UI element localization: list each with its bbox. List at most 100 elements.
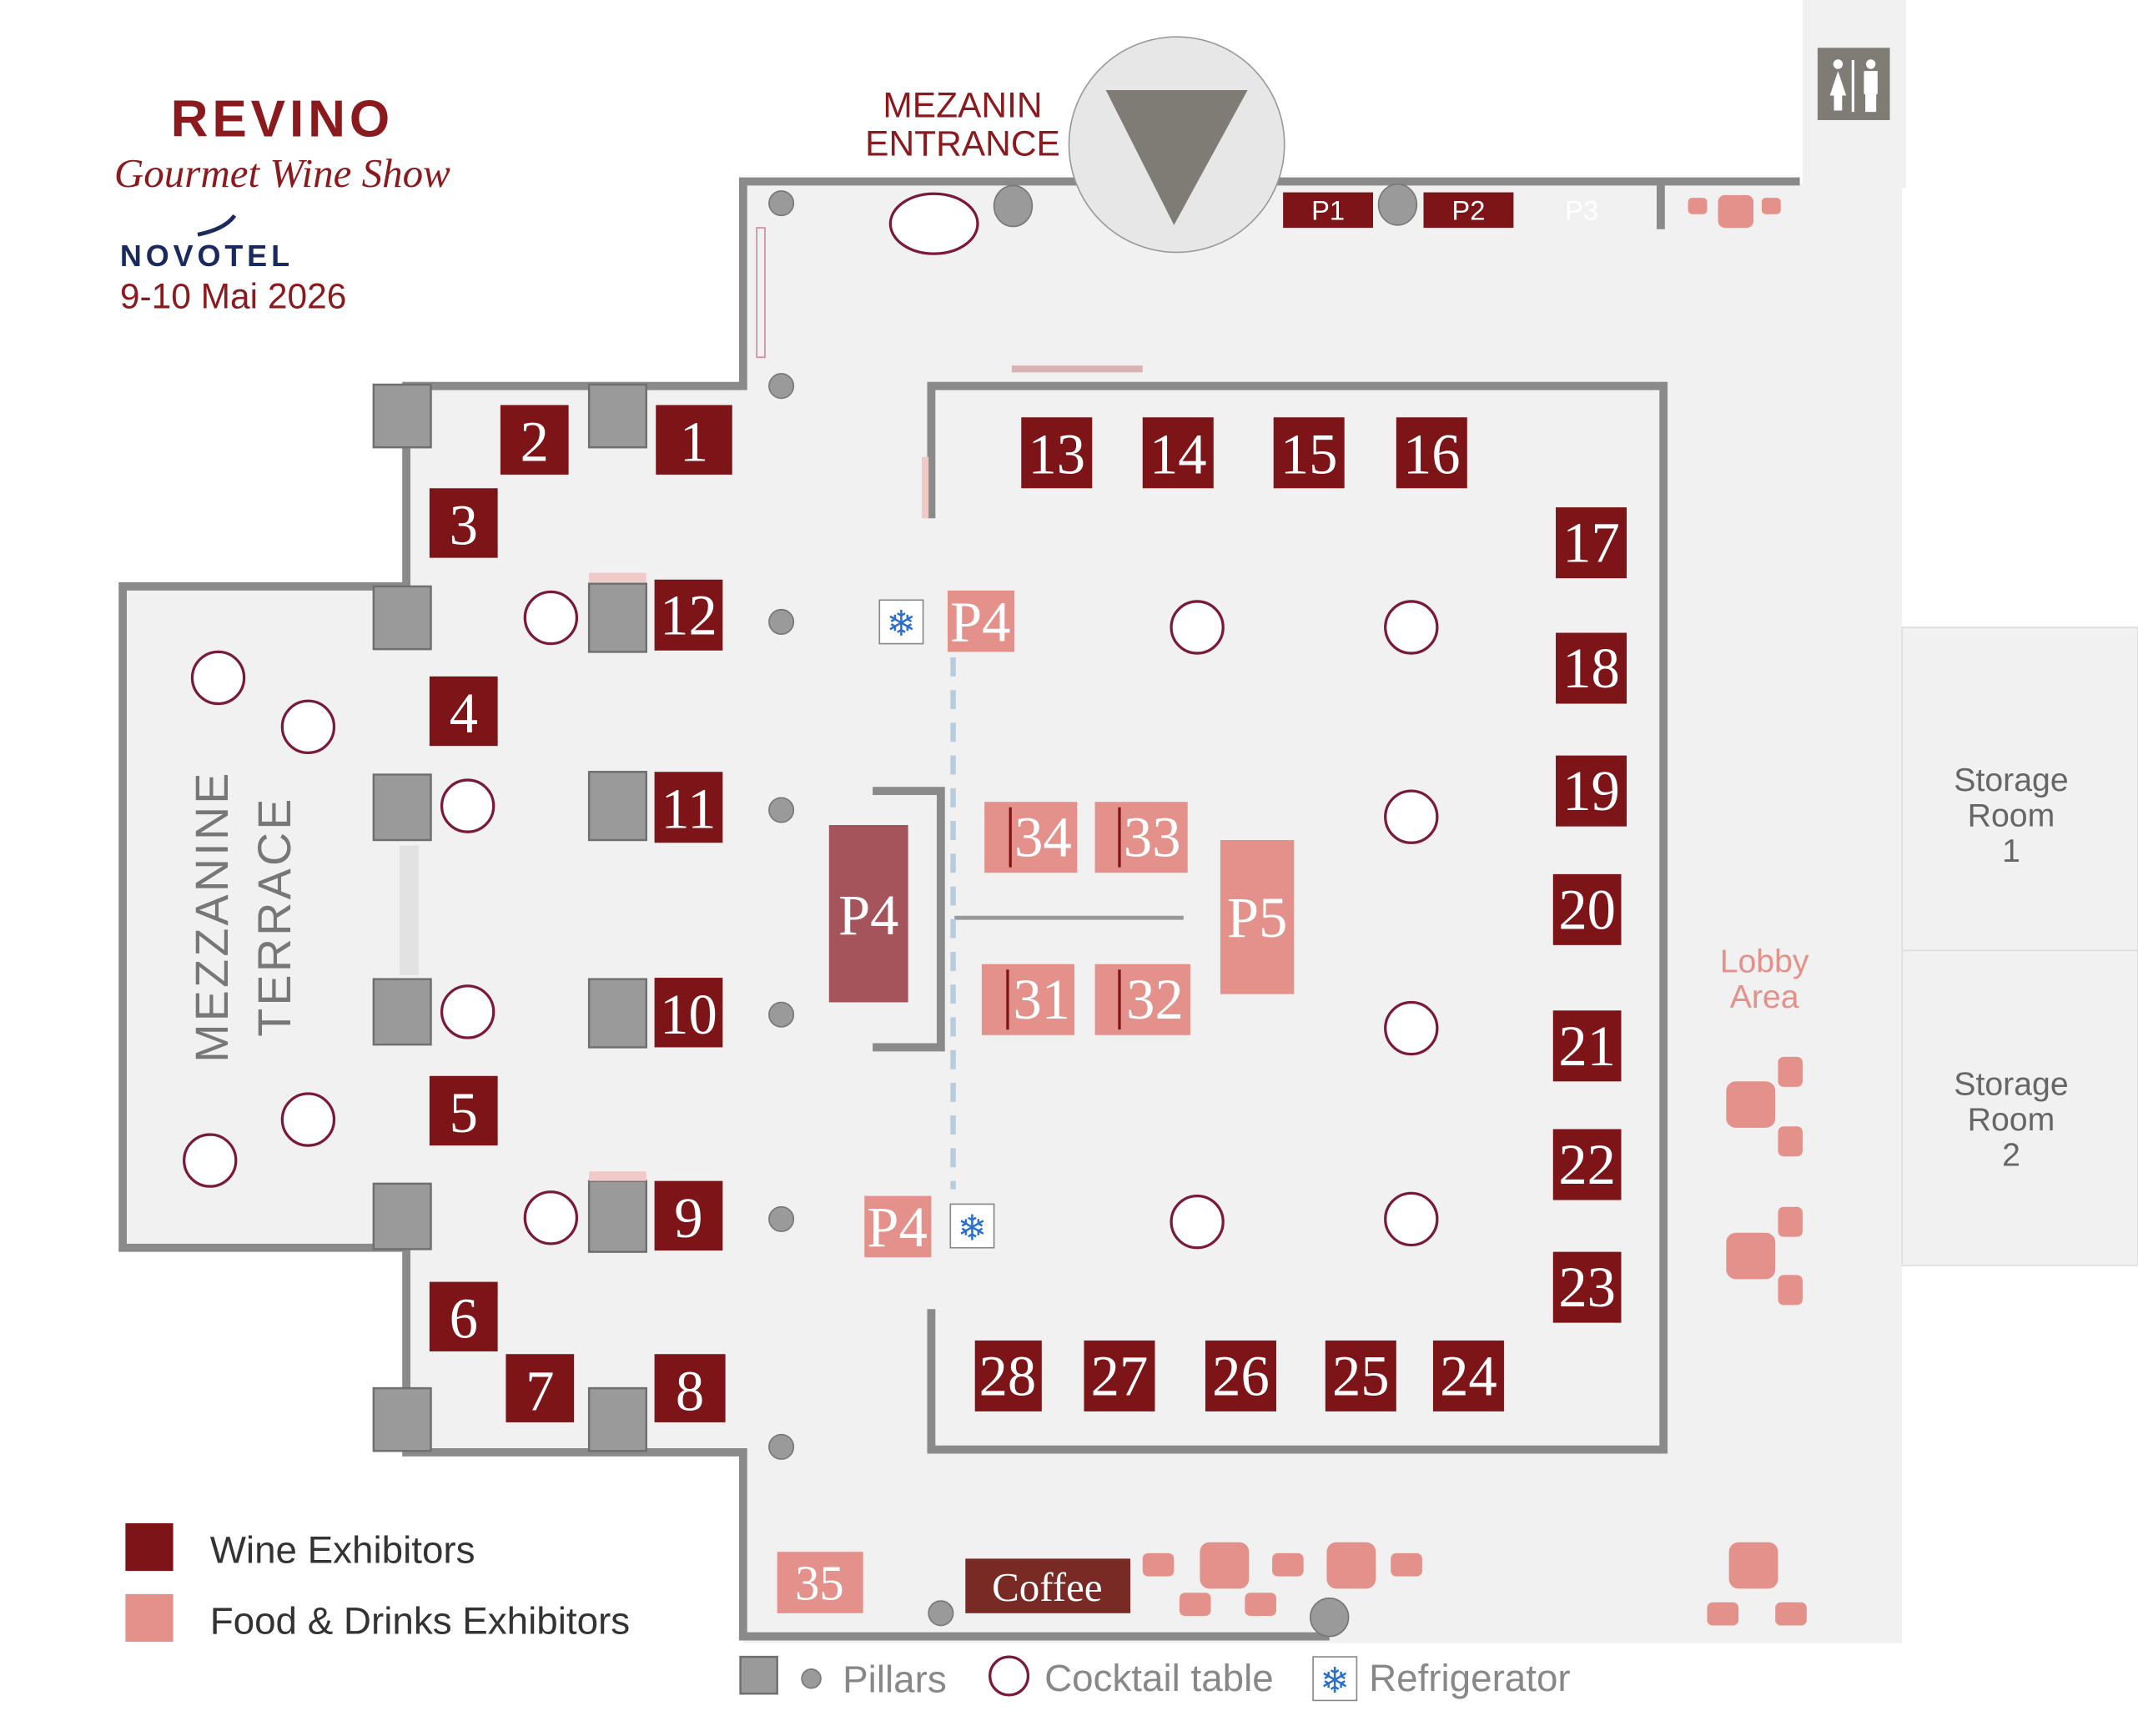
entrance-label: ENTRANCE	[865, 124, 1060, 164]
booth-13[interactable]: 13	[1021, 417, 1093, 489]
mezanin-entrance[interactable]: MEZANIN ENTRANCE	[865, 36, 1285, 254]
booth-p4-bottom[interactable]: P4	[864, 1195, 932, 1259]
svg-text:32: 32	[1126, 968, 1184, 1031]
booth-coffee[interactable]: Coffee	[965, 1558, 1131, 1613]
booth-6[interactable]: 6	[429, 1281, 498, 1351]
storage-2-label: 2	[2002, 1137, 2020, 1174]
svg-text:20: 20	[1558, 878, 1616, 941]
svg-text:21: 21	[1558, 1014, 1616, 1078]
booth-22[interactable]: 22	[1552, 1129, 1622, 1200]
booth-p2[interactable]: P2	[1423, 192, 1514, 229]
food-booths: P4 P4 P4 34 33 31 32 P5 35 Coffee	[777, 590, 1295, 1613]
svg-text:1: 1	[680, 410, 708, 474]
storage-2-label: Room	[1968, 1101, 2055, 1138]
svg-text:5: 5	[450, 1081, 478, 1145]
walls	[118, 177, 1800, 1641]
booth-17[interactable]: 17	[1556, 507, 1627, 579]
svg-text:TERRACE: TERRACE	[249, 796, 300, 1036]
venue-name: NOVOTEL	[120, 239, 294, 273]
svg-text:❄: ❄	[958, 1209, 988, 1248]
booth-3[interactable]: 3	[429, 488, 498, 558]
square-pillars	[372, 383, 648, 1452]
svg-text:MEZZANINE: MEZZANINE	[186, 770, 238, 1062]
svg-text:14: 14	[1149, 422, 1207, 486]
booth-18[interactable]: 18	[1556, 632, 1627, 704]
booth-20[interactable]: 20	[1552, 873, 1622, 945]
svg-text:11: 11	[661, 777, 716, 840]
booth-p4-center[interactable]: P4	[828, 825, 908, 1003]
booth-8[interactable]: 8	[654, 1354, 726, 1422]
booth-27[interactable]: 27	[1084, 1340, 1155, 1411]
svg-text:7: 7	[526, 1359, 554, 1422]
svg-text:26: 26	[1212, 1344, 1270, 1407]
storage-room-1	[1901, 626, 2138, 952]
svg-text:Area: Area	[1730, 979, 1799, 1015]
booth-11[interactable]: 11	[654, 772, 723, 843]
booth-p1[interactable]: P1	[1283, 192, 1374, 229]
booth-p3[interactable]: P3	[1565, 194, 1598, 225]
booth-34[interactable]: 34	[984, 802, 1078, 873]
svg-text:35: 35	[795, 1556, 844, 1610]
refrigerator-icon: ❄	[949, 1203, 995, 1249]
booth-5[interactable]: 5	[429, 1075, 498, 1146]
brand-title: REVINO	[171, 91, 395, 148]
booth-21[interactable]: 21	[1552, 1010, 1622, 1082]
refrigerator-icon: ❄	[878, 599, 924, 645]
legend-wine: Wine Exhibitors	[210, 1528, 475, 1571]
cocktail-tables	[183, 192, 1439, 1250]
booth-23[interactable]: 23	[1552, 1251, 1622, 1323]
booth-26[interactable]: 26	[1205, 1340, 1276, 1411]
booth-15[interactable]: 15	[1273, 417, 1345, 489]
storage-room-2	[1901, 949, 2138, 1266]
svg-text:18: 18	[1562, 637, 1620, 700]
logo: REVINO Gourmet Wine Show NOVOTEL 9-10 Ma…	[114, 91, 450, 317]
booth-19[interactable]: 19	[1556, 755, 1627, 827]
svg-text:19: 19	[1562, 759, 1620, 823]
svg-text:12: 12	[660, 583, 717, 647]
svg-text:P4: P4	[867, 1195, 927, 1259]
booth-p4-top[interactable]: P4	[948, 590, 1015, 653]
booth-25[interactable]: 25	[1325, 1340, 1396, 1411]
booth-35[interactable]: 35	[777, 1552, 863, 1613]
entrance-arrow-icon	[1105, 89, 1248, 225]
booth-16[interactable]: 16	[1396, 417, 1467, 489]
booth-28[interactable]: 28	[974, 1340, 1042, 1411]
legend-refrigerator: Refrigerator	[1369, 1657, 1571, 1699]
booth-1[interactable]: 1	[656, 405, 732, 475]
storage-1-label: 1	[2002, 833, 2020, 869]
booth-7[interactable]: 7	[506, 1354, 575, 1422]
svg-text:8: 8	[676, 1359, 704, 1422]
legend: Wine Exhibitors Food & Drinks Exhibitors…	[125, 1522, 1571, 1702]
booth-32[interactable]: 32	[1094, 964, 1190, 1035]
svg-text:27: 27	[1091, 1344, 1149, 1407]
svg-text:25: 25	[1332, 1344, 1390, 1407]
booth-4[interactable]: 4	[429, 676, 498, 747]
svg-text:6: 6	[450, 1287, 478, 1351]
round-pillars	[768, 183, 1418, 1638]
svg-text:Lobby: Lobby	[1720, 943, 1809, 980]
svg-text:P4: P4	[838, 883, 899, 947]
svg-text:9: 9	[674, 1186, 702, 1250]
legend-cocktail: Cocktail table	[1044, 1657, 1274, 1699]
event-dates: 9-10 Mai 2026	[120, 278, 347, 317]
booth-9[interactable]: 9	[654, 1180, 723, 1250]
booth-p5[interactable]: P5	[1220, 839, 1295, 994]
storage-1-label: Room	[1968, 798, 2055, 834]
svg-text:❄: ❄	[1320, 1662, 1350, 1701]
svg-text:P2: P2	[1451, 194, 1485, 225]
svg-text:3: 3	[450, 493, 478, 556]
booth-14[interactable]: 14	[1142, 417, 1214, 489]
svg-text:2: 2	[521, 410, 549, 474]
svg-text:❄: ❄	[887, 605, 917, 644]
svg-text:13: 13	[1028, 422, 1085, 486]
svg-text:33: 33	[1124, 806, 1181, 869]
booth-2[interactable]: 2	[500, 405, 569, 475]
booth-31[interactable]: 31	[981, 964, 1075, 1035]
booth-12[interactable]: 12	[654, 579, 723, 651]
booth-10[interactable]: 10	[654, 978, 723, 1048]
booth-24[interactable]: 24	[1432, 1340, 1504, 1411]
svg-text:17: 17	[1562, 511, 1620, 575]
brand-subtitle: Gourmet Wine Show	[114, 150, 450, 196]
booth-33[interactable]: 33	[1094, 802, 1188, 873]
